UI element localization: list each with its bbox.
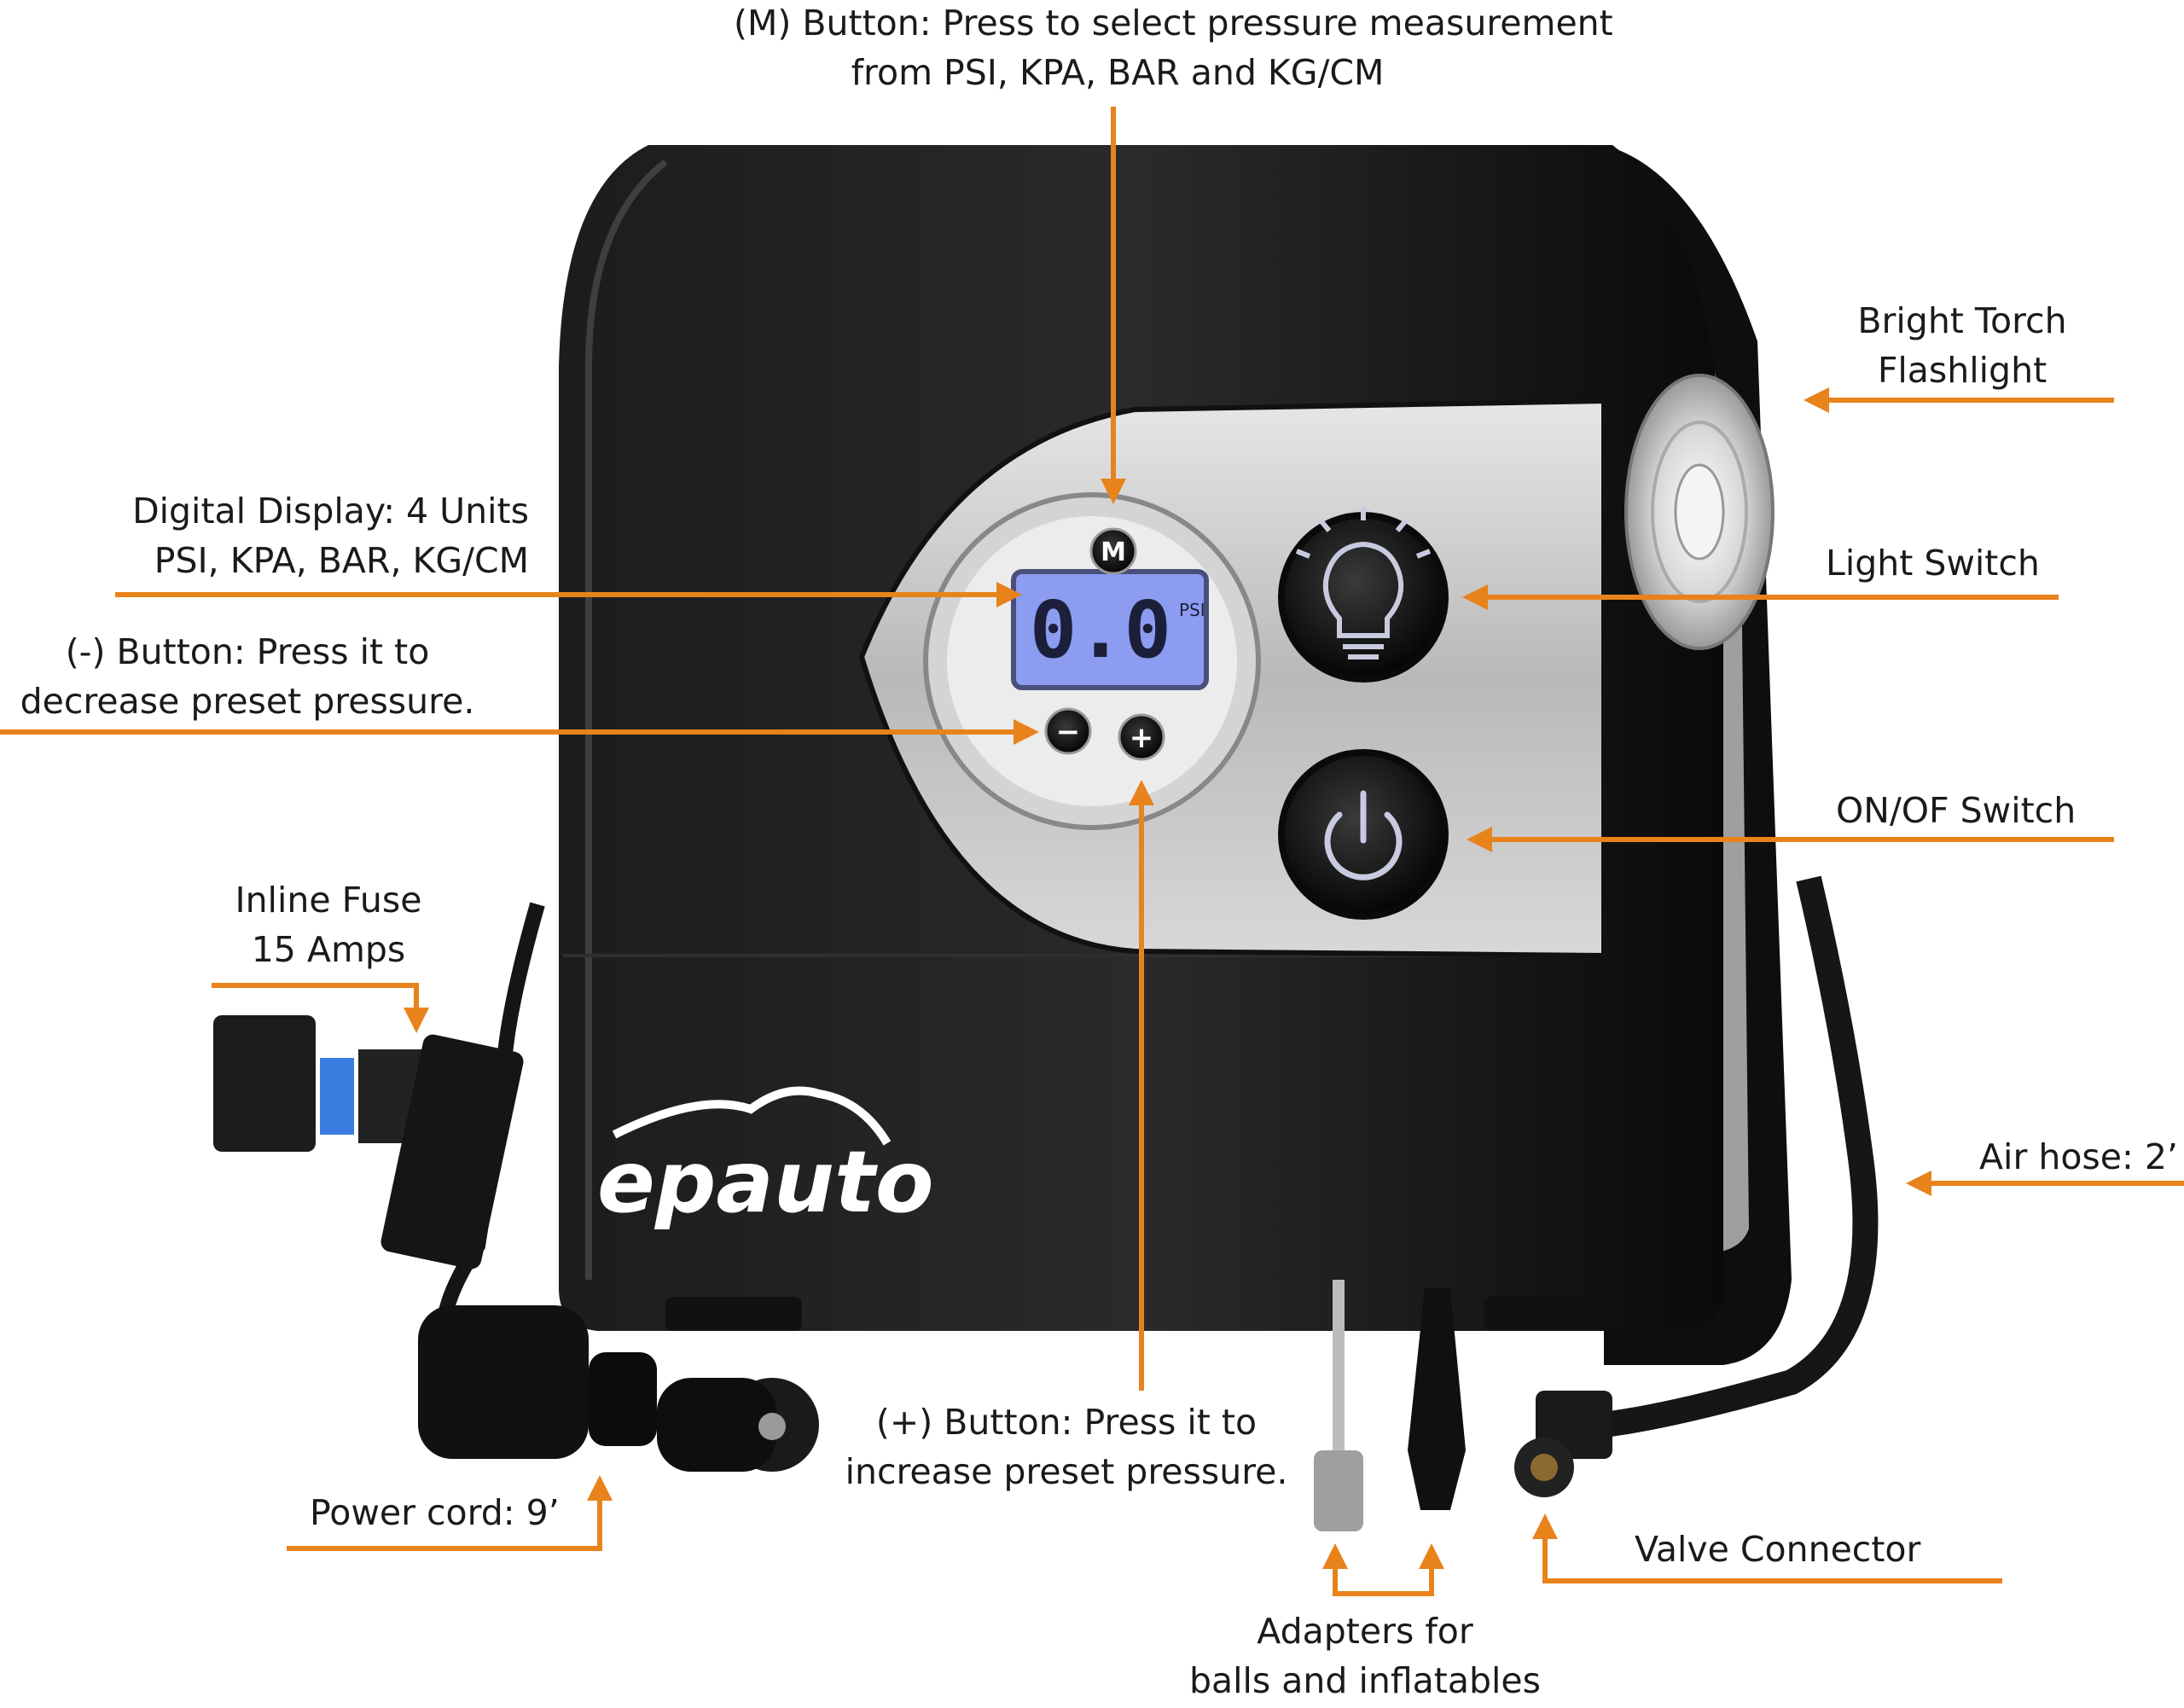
- foot-right: [1484, 1297, 1604, 1331]
- label-torch-line1: Bright Torch: [1857, 300, 2067, 341]
- cigarette-plug: [418, 1305, 819, 1472]
- leader-adapters: [1322, 1543, 1444, 1596]
- label-light-switch-line1: Light Switch: [1826, 543, 2040, 584]
- label-light-switch: Light Switch: [1826, 538, 2040, 588]
- label-torch: Bright Torch Flashlight: [1834, 296, 2090, 395]
- needle-adapter: [1314, 1280, 1363, 1531]
- label-m-button-line2: from PSI, KPA, BAR and KG/CM: [851, 52, 1385, 93]
- label-power-cord: Power cord: 9’: [310, 1488, 560, 1537]
- label-fuse-line1: Inline Fuse: [235, 880, 422, 921]
- label-minus-button-line2: decrease preset pressure.: [20, 681, 475, 722]
- label-on-off: ON/OF Switch: [1836, 786, 2076, 835]
- lcd-value: 0.0: [1030, 584, 1171, 676]
- minus-button-label: −: [1056, 715, 1081, 749]
- leader-power-cord: [287, 1475, 613, 1551]
- label-fuse-line2: 15 Amps: [251, 929, 406, 970]
- label-plus-button-line1: (+) Button: Press it to: [875, 1402, 1258, 1443]
- foot-left: [665, 1297, 802, 1331]
- inline-fuse: [213, 1015, 524, 1269]
- bulb-icon: [1295, 507, 1432, 659]
- label-air-hose-line1: Air hose: 2’: [1979, 1136, 2178, 1177]
- plus-button-label: +: [1130, 721, 1154, 755]
- air-hose: [1514, 875, 1879, 1497]
- label-fuse: Inline Fuse 15 Amps: [205, 875, 452, 974]
- power-icon: [1324, 790, 1403, 880]
- housing-highlight: [585, 159, 668, 1280]
- leader-lines: [0, 107, 2184, 1596]
- label-minus-button-line1: (-) Button: Press it to: [65, 631, 430, 672]
- valve-connector: [1514, 1391, 1612, 1497]
- label-display-line2: PSI, KPA, BAR, KG/CM: [154, 540, 529, 581]
- label-air-hose: Air hose: 2’: [1979, 1132, 2178, 1182]
- power-switch-button[interactable]: [1278, 749, 1449, 920]
- label-valve: Valve Connector: [1635, 1525, 1920, 1574]
- label-plus-button: (+) Button: Press it to increase preset …: [845, 1397, 1288, 1496]
- label-display-line1: Digital Display: 4 Units: [132, 491, 529, 532]
- label-m-button: (M) Button: Press to select pressure mea…: [734, 0, 1613, 97]
- label-adapters-line2: balls and inflatables: [1188, 1660, 1542, 1701]
- light-switch-button[interactable]: [1278, 507, 1449, 683]
- label-on-off-line1: ON/OF Switch: [1836, 790, 2077, 831]
- label-adapters-line1: Adapters for: [1257, 1611, 1473, 1652]
- cone-adapter: [1408, 1288, 1466, 1510]
- lcd-unit: PSI: [1179, 600, 1205, 620]
- leader-fuse: [212, 983, 429, 1033]
- label-m-button-line1: (M) Button: Press to select pressure mea…: [734, 3, 1613, 44]
- power-cord: [213, 902, 819, 1472]
- brand-logo: epauto: [597, 1132, 934, 1232]
- m-button-label: M: [1101, 537, 1126, 567]
- brand-car-swoosh: [612, 1086, 892, 1146]
- label-minus-button: (-) Button: Press it to decrease preset …: [17, 627, 478, 726]
- label-valve-line1: Valve Connector: [1635, 1529, 1921, 1570]
- label-adapters: Adapters for balls and inflatables: [1177, 1606, 1553, 1705]
- minus-button[interactable]: −: [1044, 707, 1092, 755]
- leader-valve: [1532, 1513, 2002, 1583]
- label-power-cord-line1: Power cord: 9’: [310, 1492, 560, 1533]
- label-display: Digital Display: 4 Units PSI, KPA, BAR, …: [85, 486, 529, 585]
- compressor-body: 0.0 PSI M − +: [559, 145, 1792, 1365]
- m-button[interactable]: M: [1089, 527, 1137, 575]
- label-plus-button-line2: increase preset pressure.: [845, 1451, 1288, 1492]
- label-torch-line2: Flashlight: [1877, 350, 2048, 391]
- plus-button[interactable]: +: [1118, 713, 1165, 761]
- torch-lens: [1624, 374, 1774, 650]
- panel-outline: [858, 398, 1606, 959]
